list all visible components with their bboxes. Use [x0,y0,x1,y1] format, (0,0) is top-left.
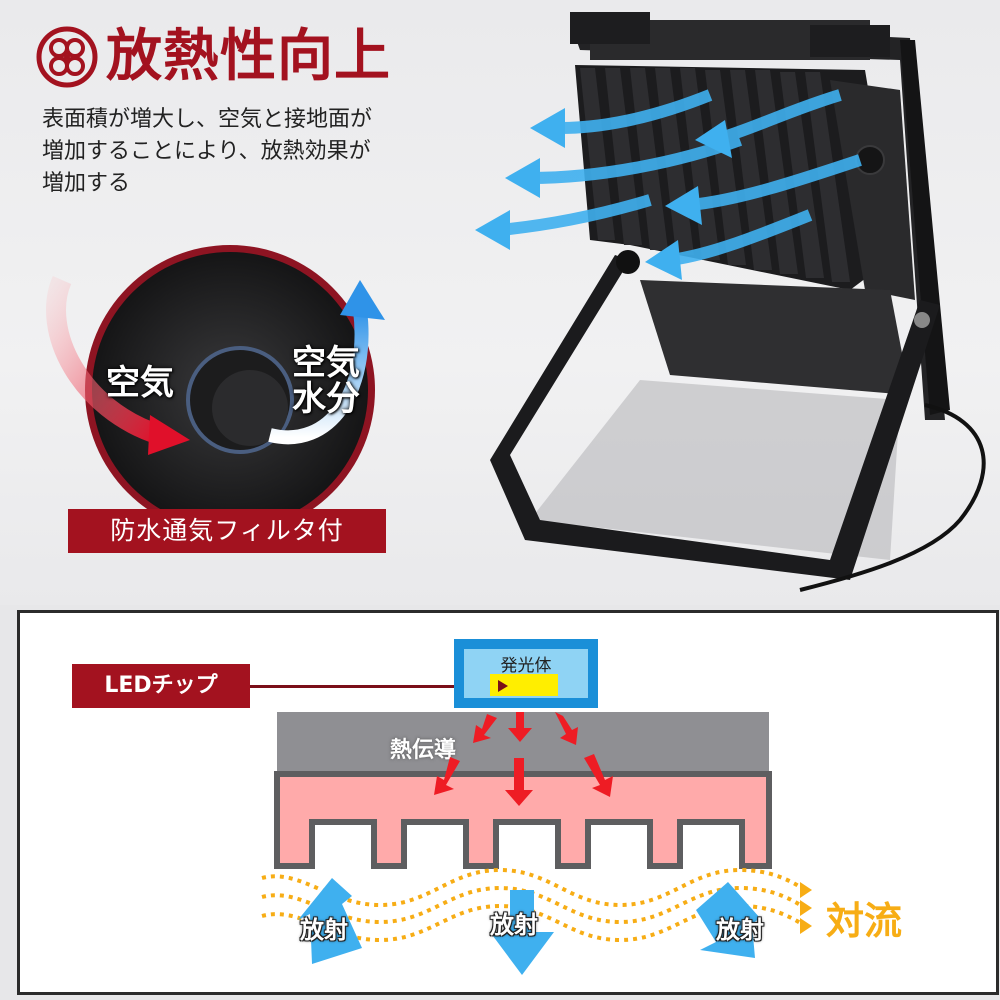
emitter-box: 発光体 [454,639,598,708]
page-title: 放熱性向上 [36,26,391,88]
breather-filter-caption: 防水通気フィルタ付 [68,509,386,553]
conduction-label: 熱伝導 [390,738,457,763]
description-line: 増加する [42,171,131,196]
description-line: 表面積が増大し、空気と接地面が [42,107,373,132]
floodlight-product-image [475,12,986,592]
convection-label: 対流 [826,899,903,943]
fan-icon [36,26,98,88]
radiation-label: 放射 [490,911,538,939]
air-moisture-out-label: 空気 水分 [292,343,360,419]
product-photo-panel: 放熱性向上 表面積が増大し、空気と接地面が 増加することにより、放熱効果が 増加… [0,0,1000,605]
radiation-label: 放射 [300,916,348,944]
description-line: 増加することにより、放熱効果が [42,139,371,164]
conduction-layer [277,712,769,774]
led-chip-pointer-line [250,685,498,688]
led-chip [490,674,558,696]
description: 表面積が増大し、空気と接地面が 増加することにより、放熱効果が 増加する [42,104,462,200]
led-chip-label: LEDチップ [72,664,250,708]
breather-valve-inset [46,245,385,535]
emitter-label: 発光体 [500,656,552,676]
title-text: 放熱性向上 [106,24,391,89]
air-in-label: 空気 [106,363,174,403]
radiation-label: 放射 [716,916,764,944]
